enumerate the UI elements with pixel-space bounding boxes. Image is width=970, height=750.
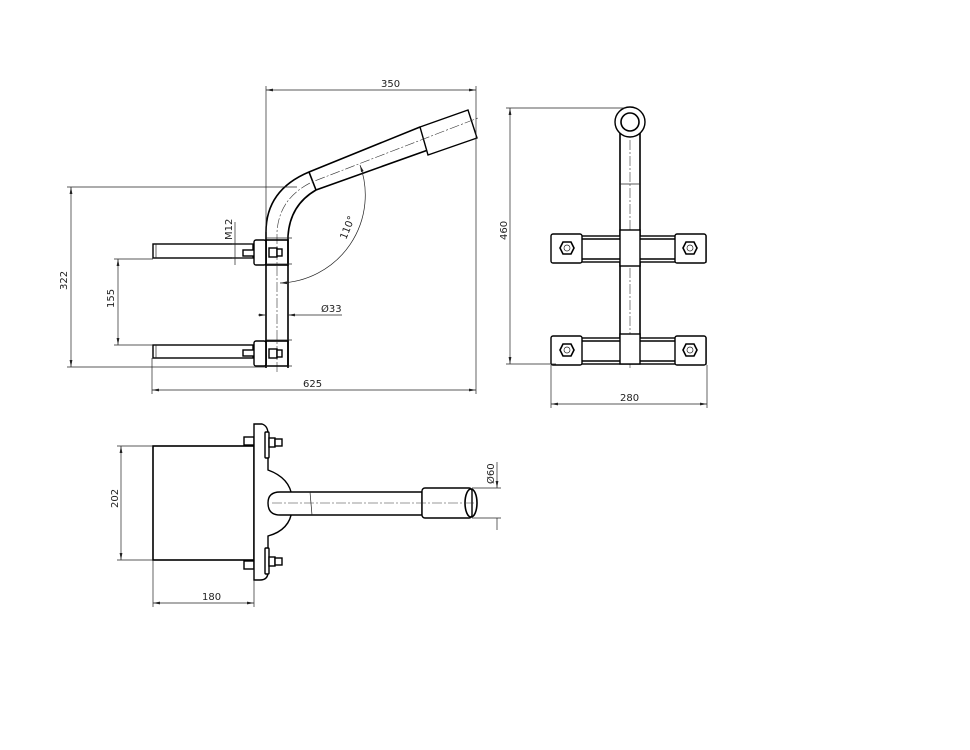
dimension-180: 180	[152, 560, 255, 607]
hex-nut-icon	[559, 241, 575, 255]
dimension-angle-110: 110°	[279, 164, 366, 285]
dimension-d60: Ø60	[472, 462, 501, 530]
upper-clamp	[152, 237, 292, 266]
upper-clamp-side	[550, 229, 707, 267]
dim-d33-label: Ø33	[321, 303, 342, 315]
hex-nut-icon	[682, 343, 698, 357]
dimension-460: 460	[499, 107, 626, 365]
top-view: 202 180 Ø60	[110, 423, 501, 607]
dim-d60-label: Ø60	[485, 463, 497, 484]
dim-280-label: 280	[620, 393, 639, 404]
bracket-pipe	[265, 109, 479, 372]
dim-350-label: 350	[381, 79, 400, 90]
dimension-280: 280	[550, 365, 708, 408]
dimension-625: 625	[151, 140, 477, 394]
dim-625-label: 625	[303, 379, 322, 390]
dim-460-label: 460	[499, 221, 510, 240]
dim-155-label: 155	[106, 289, 117, 308]
lower-clamp-side	[550, 333, 707, 366]
lower-clamp	[152, 339, 292, 367]
dimension-202: 202	[110, 445, 153, 561]
dim-180-label: 180	[202, 592, 221, 603]
dimension-155: 155	[106, 258, 153, 346]
dimension-d33: Ø33	[258, 303, 342, 317]
dimension-m12: M12	[224, 219, 253, 265]
front-view: 350 322 155 625 M12 Ø3	[59, 79, 479, 394]
dim-202-label: 202	[110, 489, 121, 508]
dim-322-label: 322	[59, 271, 70, 290]
dimension-350: 350	[265, 79, 477, 232]
hex-nut-icon	[559, 343, 575, 357]
dimension-322: 322	[59, 186, 297, 368]
dim-m12-label: M12	[224, 219, 235, 240]
hex-nut-icon	[682, 241, 698, 255]
side-view: 460 280	[499, 106, 708, 408]
